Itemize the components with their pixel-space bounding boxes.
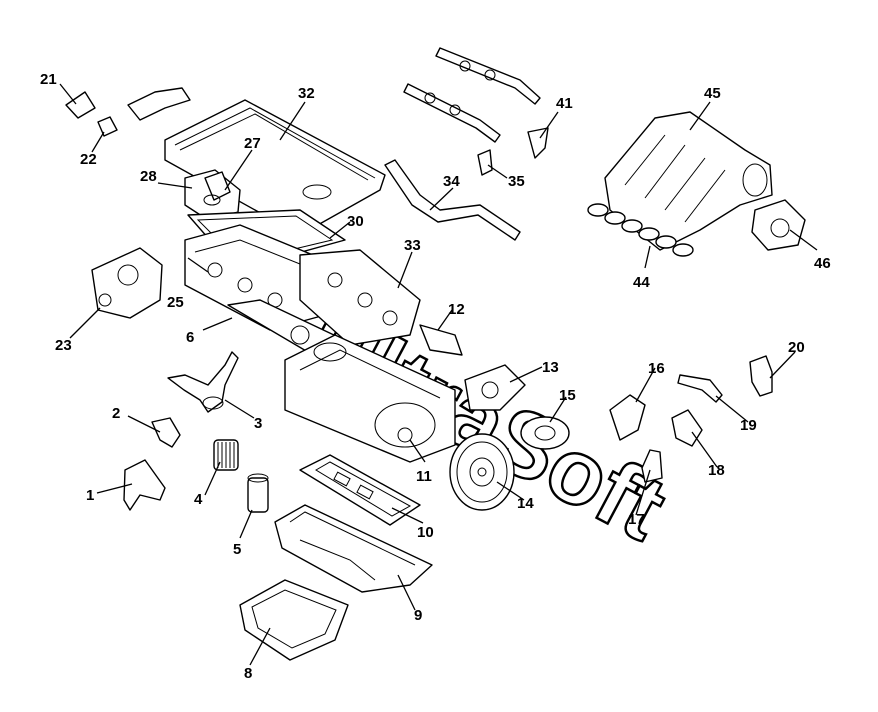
part-thermostat-housing bbox=[184, 169, 241, 221]
label-34: 34 bbox=[443, 173, 460, 190]
label-33: 33 bbox=[404, 237, 421, 254]
part-mount-17 bbox=[641, 449, 663, 483]
label-12: 12 bbox=[448, 301, 465, 318]
part-rear-gasket bbox=[419, 324, 463, 356]
label-46: 46 bbox=[814, 255, 831, 272]
label-44: 44 bbox=[633, 274, 650, 291]
part-timing-cover bbox=[91, 247, 163, 319]
part-sensor-41 bbox=[527, 127, 549, 159]
part-right-cylinder-head bbox=[299, 249, 421, 346]
label-4: 4 bbox=[194, 491, 203, 508]
part-coolant-pipes bbox=[384, 159, 521, 241]
label-10: 10 bbox=[417, 524, 434, 541]
part-throttle-body bbox=[751, 199, 806, 251]
part-bracket-19 bbox=[677, 374, 723, 403]
part-oil-filter bbox=[213, 439, 239, 471]
label-3: 3 bbox=[254, 415, 262, 432]
part-engine-block bbox=[284, 334, 456, 463]
part-labels: 21 22 23 25 28 27 32 30 33 34 35 41 45 4… bbox=[40, 71, 831, 682]
label-14: 14 bbox=[517, 495, 534, 512]
label-20: 20 bbox=[788, 339, 805, 356]
part-engine-mount-1 bbox=[123, 459, 166, 511]
part-lower-oil-pan bbox=[239, 579, 349, 661]
label-6: 6 bbox=[186, 329, 194, 346]
part-mount-16 bbox=[609, 394, 646, 441]
label-23: 23 bbox=[55, 337, 72, 354]
part-intake-gaskets bbox=[587, 203, 694, 257]
label-25: 25 bbox=[167, 294, 184, 311]
part-flywheel bbox=[449, 433, 515, 511]
label-41: 41 bbox=[556, 95, 573, 112]
label-22: 22 bbox=[80, 151, 97, 168]
label-17: 17 bbox=[628, 511, 645, 528]
part-oil-pan-gasket bbox=[299, 454, 421, 526]
leader-lines bbox=[59, 83, 818, 666]
label-18: 18 bbox=[708, 462, 725, 479]
part-sensor-21 bbox=[65, 91, 96, 119]
label-32: 32 bbox=[298, 85, 315, 102]
label-8: 8 bbox=[244, 665, 252, 682]
label-35: 35 bbox=[508, 173, 525, 190]
label-28: 28 bbox=[140, 168, 157, 185]
label-27: 27 bbox=[244, 135, 261, 152]
part-sensor-22 bbox=[97, 116, 118, 137]
part-injector bbox=[477, 149, 493, 176]
label-11: 11 bbox=[416, 468, 432, 485]
label-15: 15 bbox=[559, 387, 576, 404]
part-engine-cover bbox=[164, 99, 386, 236]
label-45: 45 bbox=[704, 85, 721, 102]
part-water-pump bbox=[464, 364, 526, 411]
label-1: 1 bbox=[86, 487, 94, 504]
label-9: 9 bbox=[414, 607, 422, 624]
part-sensor-20 bbox=[749, 355, 773, 397]
part-bracket-2 bbox=[151, 417, 181, 448]
part-pulley bbox=[520, 416, 570, 450]
label-5: 5 bbox=[233, 541, 241, 558]
label-2: 2 bbox=[112, 405, 120, 422]
part-oil-pickup bbox=[167, 351, 239, 413]
part-oil-filter-housing bbox=[247, 473, 269, 513]
label-19: 19 bbox=[740, 417, 757, 434]
label-21: 21 bbox=[40, 71, 57, 88]
part-coolant-elbow bbox=[127, 87, 191, 121]
part-upper-oil-pan bbox=[274, 504, 433, 593]
part-fuel-rails bbox=[403, 47, 541, 143]
label-13: 13 bbox=[542, 359, 559, 376]
label-30: 30 bbox=[347, 213, 364, 230]
label-16: 16 bbox=[648, 360, 665, 377]
